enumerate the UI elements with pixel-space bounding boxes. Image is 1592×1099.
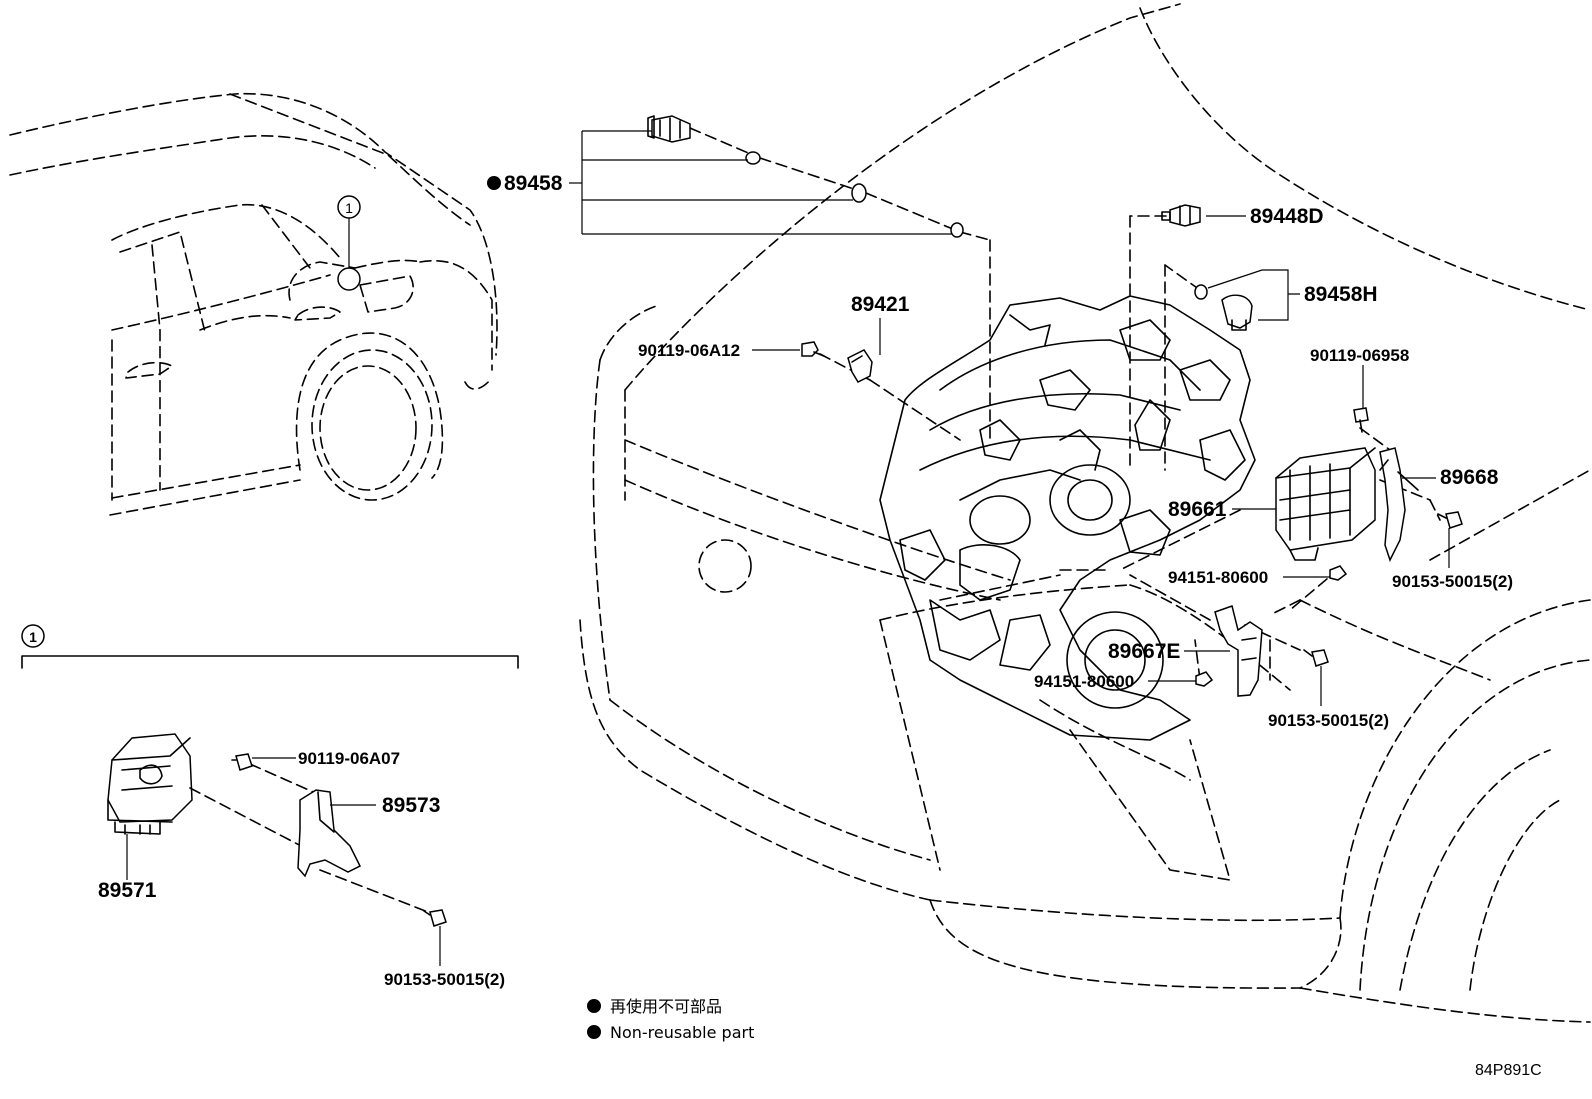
bracket-89667e [1214,605,1263,697]
legend-dot-en [587,1025,601,1039]
bracket-89668 [1379,447,1419,562]
label-89421: 89421 [851,293,910,316]
bolt-9015350015-c [423,909,447,927]
legend: 再使用不可部品 Non-reusable part [587,997,754,1042]
label-9011906a12: 90119-06A12 [638,341,740,360]
label-89667e: 89667E [1108,640,1180,663]
module-89571 [107,733,193,835]
label-9015350015-b: 90153-50015(2) [1268,711,1389,730]
sensor-89448d [1161,204,1201,227]
label-89458: 89458 [504,172,563,195]
label-leaders [252,130,1450,966]
label-9011906958: 90119-06958 [1310,346,1409,365]
bolt-9015350015-a [1437,511,1463,529]
bolt-9011906958 [1353,407,1369,433]
engine-assembly [879,295,1256,741]
non-reusable-marker [487,176,501,190]
ecu-89661 [1275,447,1376,561]
label-89661: 89661 [1168,498,1227,521]
assembly-lines [689,127,1441,681]
legend-text-en: Non-reusable part [610,1023,754,1042]
nut-9415180600-b [1195,671,1214,687]
legend-text-ja: 再使用不可部品 [610,997,722,1016]
bolt-9011906a07 [231,753,253,771]
label-89571: 89571 [98,879,157,902]
legend-dot-ja [587,999,601,1013]
figure-code: 84P891C [1475,1062,1542,1079]
label-89448d: 89448D [1250,205,1324,228]
label-89458h: 89458H [1304,283,1378,306]
components [647,115,1463,697]
label-9015350015-a: 90153-50015(2) [1392,572,1513,591]
sensor-89458 [647,115,691,143]
nut-9415180600-a [1329,565,1348,581]
bolt-9011906a12 [801,341,825,357]
bolt-9015350015-b [1303,649,1329,667]
front-vehicle-body [579,3,1591,1023]
label-9415180600-b: 94151-80600 [1034,672,1134,691]
section-1-number: 1 [29,629,37,645]
label-89668: 89668 [1440,466,1499,489]
label-9011906a07: 90119-06A07 [298,749,400,768]
bracket-89573 [297,789,362,878]
sensor-89458h [1221,294,1253,331]
label-9015350015-c: 90153-50015(2) [384,970,505,989]
label-89573: 89573 [382,794,440,817]
rear-vehicle-view [9,92,498,516]
callout-1-number: 1 [345,200,353,216]
label-9415180600-a: 94151-80600 [1168,568,1268,587]
section-1-detail [21,624,519,927]
sensor-89421 [847,349,873,383]
